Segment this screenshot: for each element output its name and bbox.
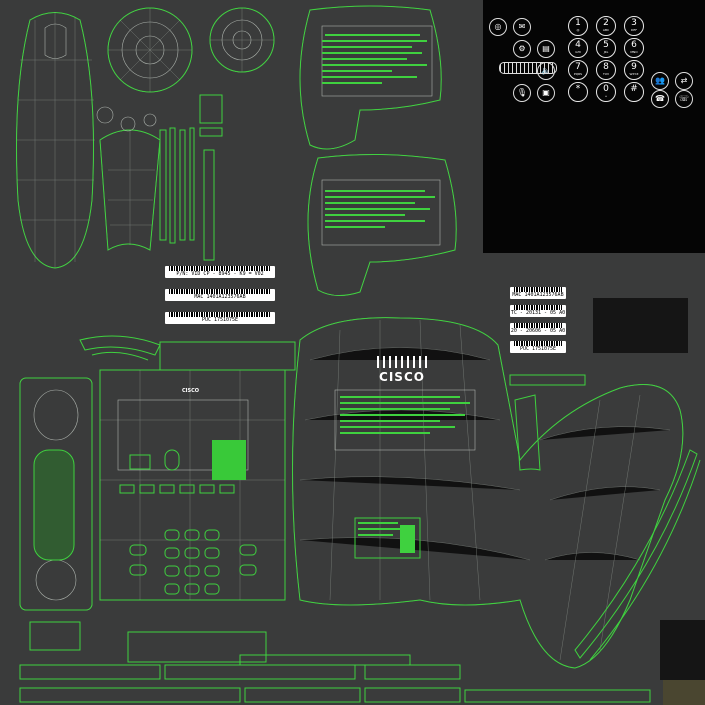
cisco-logo: CISCO (372, 356, 432, 384)
settings-icon: ⚙ (513, 40, 531, 58)
conference-icon: 👥 (651, 72, 669, 90)
transfer-icon: ⇄ (675, 72, 693, 90)
handset-cradle (19, 377, 93, 611)
label-puc: PUC 1751075E (165, 312, 275, 324)
label-pn: P/N: VID CP - 8945 - K9 = V02 (165, 266, 275, 278)
cisco-logo-text: CISCO (379, 370, 425, 384)
hold-icon: ☎ (651, 90, 669, 108)
headset-icon: ☏ (675, 90, 693, 108)
keypad-key: 0+ (596, 82, 616, 102)
keypad-key: 1@ (568, 16, 588, 36)
handset-mouthpiece (209, 7, 275, 73)
dark-block-right (593, 298, 688, 353)
keypad-key: # (624, 82, 644, 102)
label-tc-right: TC - 20131 - 05 A0 (510, 305, 566, 317)
trim-strips (19, 335, 701, 703)
messages-icon: ✉ (513, 18, 531, 36)
cord-strips (159, 94, 223, 261)
handset-earpiece (107, 7, 193, 93)
handset-shell (16, 12, 95, 269)
label-mac: MAC 1401A123576AB (165, 289, 275, 301)
button-icon-panel: ◎ ✉ ⚙ ▤ 🔈 🎙 ▣ 👥 ⇄ ☎ ☏ 1@2ABC3DEF4GHI5JKL… (483, 0, 705, 253)
label-code-right: 20 - 20606 - 05 A0 (510, 323, 566, 335)
base-body (292, 317, 684, 669)
mute-icon: 🎙 (513, 84, 531, 102)
dark-block-corner (663, 680, 705, 705)
directory-icon: ▤ (537, 40, 555, 58)
label-puc-right: PUC 1751075E (510, 341, 566, 353)
dark-block-bottom (660, 620, 705, 680)
handset-back (96, 106, 161, 251)
cisco-small-logo: CISCO (182, 388, 200, 394)
bezel-middle (307, 153, 457, 296)
video-icon: ▣ (537, 84, 555, 102)
label-mac-right: MAC 1401A123576AB (510, 287, 566, 299)
keypad-key: * (568, 82, 588, 102)
navigation-icon: ◎ (489, 18, 507, 36)
volume-slider-bar (499, 62, 557, 74)
bezel-top (299, 5, 442, 150)
base-top (99, 369, 286, 601)
